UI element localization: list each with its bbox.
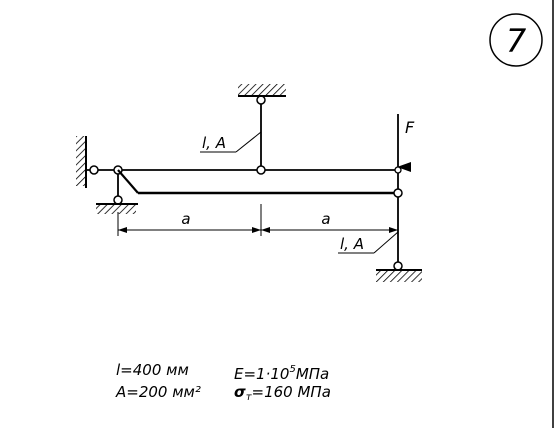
lower-rod-label: l, A <box>338 231 399 254</box>
lower-rod-text: l, A <box>340 235 364 253</box>
param-modulus: E=1·105МПа <box>234 360 329 384</box>
segment-left-label: a <box>181 210 190 228</box>
bottom-left-pin-support <box>96 170 138 214</box>
param-modulus-value: =1·10 <box>243 365 290 383</box>
upper-rod-text: l, A <box>202 134 226 152</box>
force-arrow: F <box>397 114 415 172</box>
left-wall-support <box>76 136 118 188</box>
top-ceiling-support <box>238 84 286 97</box>
param-yield-value: =160 МПа <box>251 383 331 401</box>
upper-rod <box>256 95 266 175</box>
right-rod <box>393 166 403 271</box>
force-label: F <box>405 118 415 137</box>
param-length-symbol: l <box>116 361 121 379</box>
upper-rod-label: l, A <box>200 131 262 153</box>
param-area-value: =200 мм² <box>126 383 201 401</box>
param-area-symbol: A <box>116 383 127 401</box>
dimension-line: a a <box>117 204 398 236</box>
bottom-right-floor-support <box>376 269 422 282</box>
param-modulus-unit: МПа <box>295 365 330 383</box>
param-modulus-symbol: E <box>234 365 244 383</box>
rigid-bar <box>117 169 398 195</box>
segment-right-label: a <box>321 210 330 228</box>
param-area: A=200 мм² <box>116 382 201 402</box>
problem-number: 7 <box>506 22 527 60</box>
param-yield-symbol: σ <box>234 383 246 401</box>
problem-number-badge: 7 <box>489 13 543 67</box>
param-yield-stress: σт=160 МПа <box>234 382 331 408</box>
param-modulus-exponent: 5 <box>289 364 296 375</box>
param-length-value: =400 мм <box>120 361 189 379</box>
param-length: l=400 мм <box>116 360 189 380</box>
param-yield-subscript: т <box>245 392 252 403</box>
